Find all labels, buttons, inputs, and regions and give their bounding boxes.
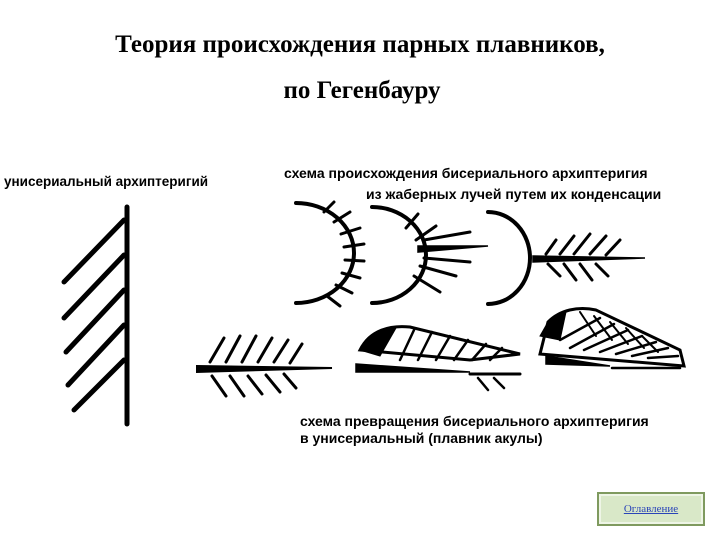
caption-transform-line2: в унисериальный (плавник акулы) [300, 430, 543, 446]
caption-origin-line1: схема происхождения бисериального архипт… [284, 165, 648, 181]
caption-origin-line2: из жаберных лучей путем их конденсации [366, 186, 662, 202]
caption-transform-line1: схема превращения бисериального архиптер… [300, 413, 649, 429]
transform-stage-1 [196, 334, 333, 398]
uniserial-fin-drawing [61, 204, 130, 427]
caption-uniserial: унисериальный архиптеригий [4, 174, 209, 189]
toc-link[interactable]: Оглавление [623, 503, 679, 515]
transform-stage-2 [355, 325, 522, 392]
page-title: Теория происхождения парных плавников, [115, 31, 605, 58]
toc-button[interactable]: Оглавление [597, 492, 705, 526]
transform-stage-3 [538, 307, 686, 370]
origin-stage-3 [486, 210, 646, 306]
origin-stage-1 [294, 200, 366, 308]
page-subtitle: по Гегенбауру [283, 77, 441, 104]
origin-stage-2 [370, 205, 489, 305]
